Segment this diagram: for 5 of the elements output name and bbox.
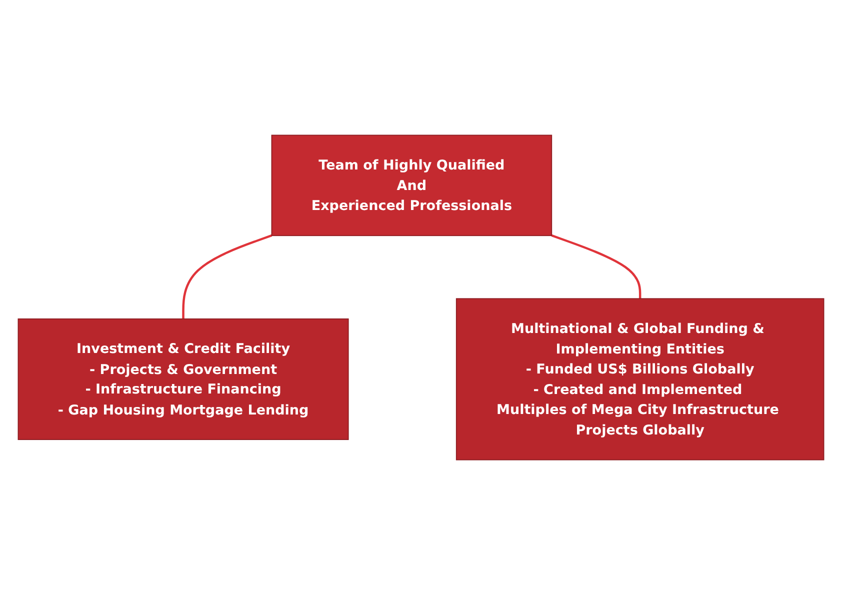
- node-box: Investment & Credit Facility - Projects & Government - Infrastructure Financing - Gap Housing Mortgage Lending: [18, 318, 349, 440]
- node-box: Multinational & Global Funding & Implementing Entities - Funded US$ Billions Globally - Created and Implemented Multiples of Mega City Infrastructure Projects Globally: [456, 298, 824, 460]
- connector: [182, 234, 272, 319]
- connector: [551, 234, 642, 299]
- node-box: Team of Highly Qualified And Experienced Professionals: [271, 134, 552, 236]
